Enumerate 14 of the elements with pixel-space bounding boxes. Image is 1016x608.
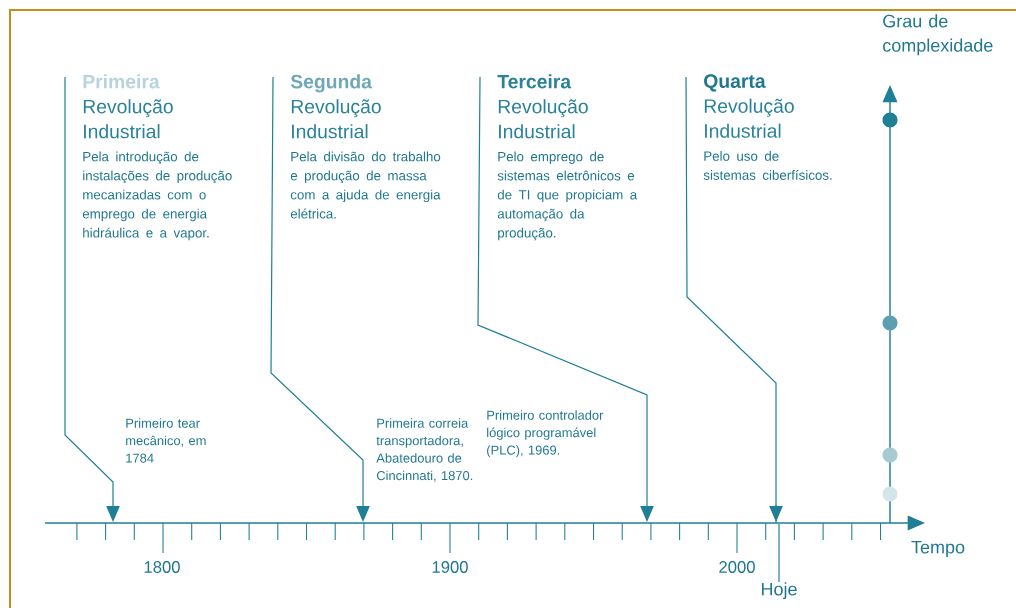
revolution-text: Primeira Revolução Industrial Pela introdução de instalações de produção mecanizadas com o emprego de energia hidráulica e a vapor. [82, 74, 232, 241]
today-label: Hoje [762, 582, 797, 600]
revolution-text: Quarta Revolução Industrial Pelo uso de sistemas ciberfísicos. [703, 74, 832, 180]
axis-title: Grau de complexidade [883, 14, 993, 56]
axis-label: Tempo [911, 540, 965, 558]
event-note: Primeiro controlador lógico programável (PLC), 1969. [487, 410, 604, 458]
year-label: 1900 [432, 561, 468, 573]
event-note: Primeira correia transportadora, Abatedouro de Cincinnati, 1870. [376, 418, 473, 482]
tick-line [778, 523, 780, 583]
year-label: 1800 [144, 561, 180, 573]
revolution-text: Segunda Revolução Industrial Pela divisão do trabalho e produção de massa com a ajuda de energia elétrica. [290, 74, 441, 219]
event-note: Primeiro tear mecânico, em 1784 [126, 418, 206, 463]
revolution-text: Terceira Revolução Industrial Pelo emprego de sistemas eletrônicos e de TI que propiciam a automação da produção. [497, 74, 638, 241]
year-label: 2000 [719, 561, 755, 573]
